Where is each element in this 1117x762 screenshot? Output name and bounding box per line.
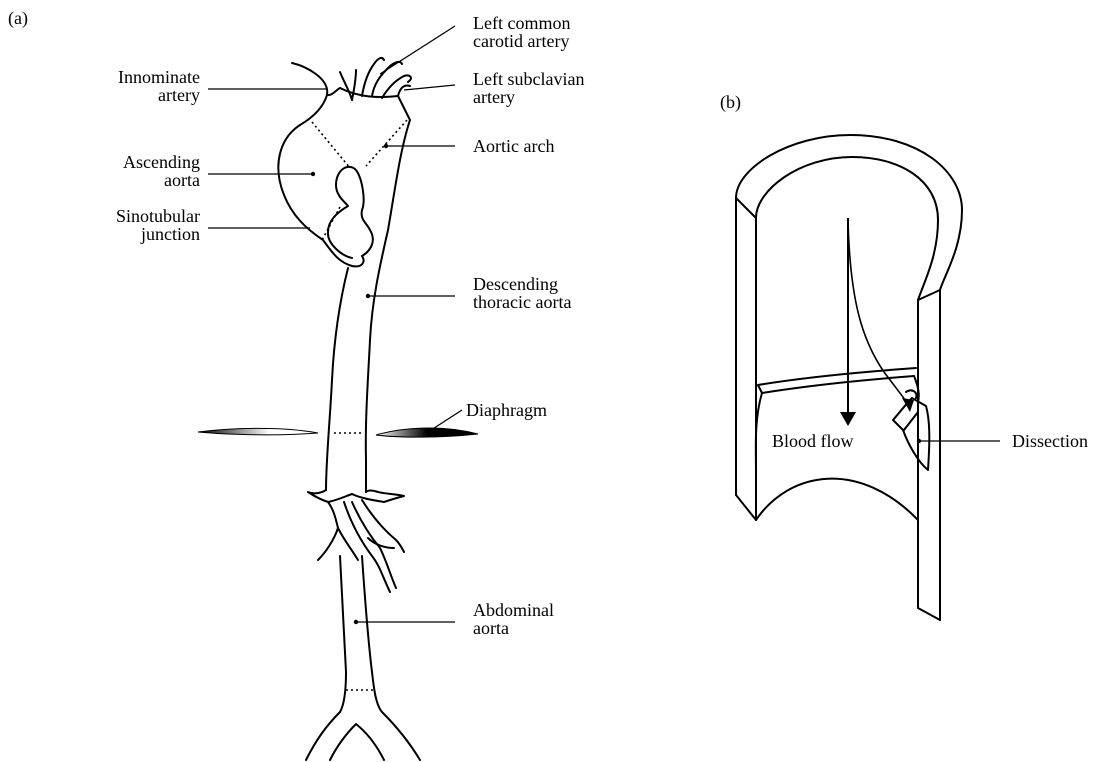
blood-flow-arrow [840, 218, 856, 426]
label-dissection: Dissection [1012, 431, 1088, 451]
label-blood-flow: Blood flow [772, 431, 854, 451]
label-diaphragm: Diaphragm [466, 400, 547, 420]
diaphragm-left [198, 428, 318, 434]
leader-lines-a [208, 26, 462, 622]
panel-b-label: (b) [720, 92, 741, 113]
label-aortic-arch: Aortic arch [473, 136, 554, 156]
panel-a-label: (a) [8, 8, 28, 29]
dissection-dot [917, 439, 921, 443]
leader-dots-a [311, 144, 430, 624]
dissection-flow-arrow [848, 220, 914, 412]
aorta-drawing [278, 58, 420, 760]
